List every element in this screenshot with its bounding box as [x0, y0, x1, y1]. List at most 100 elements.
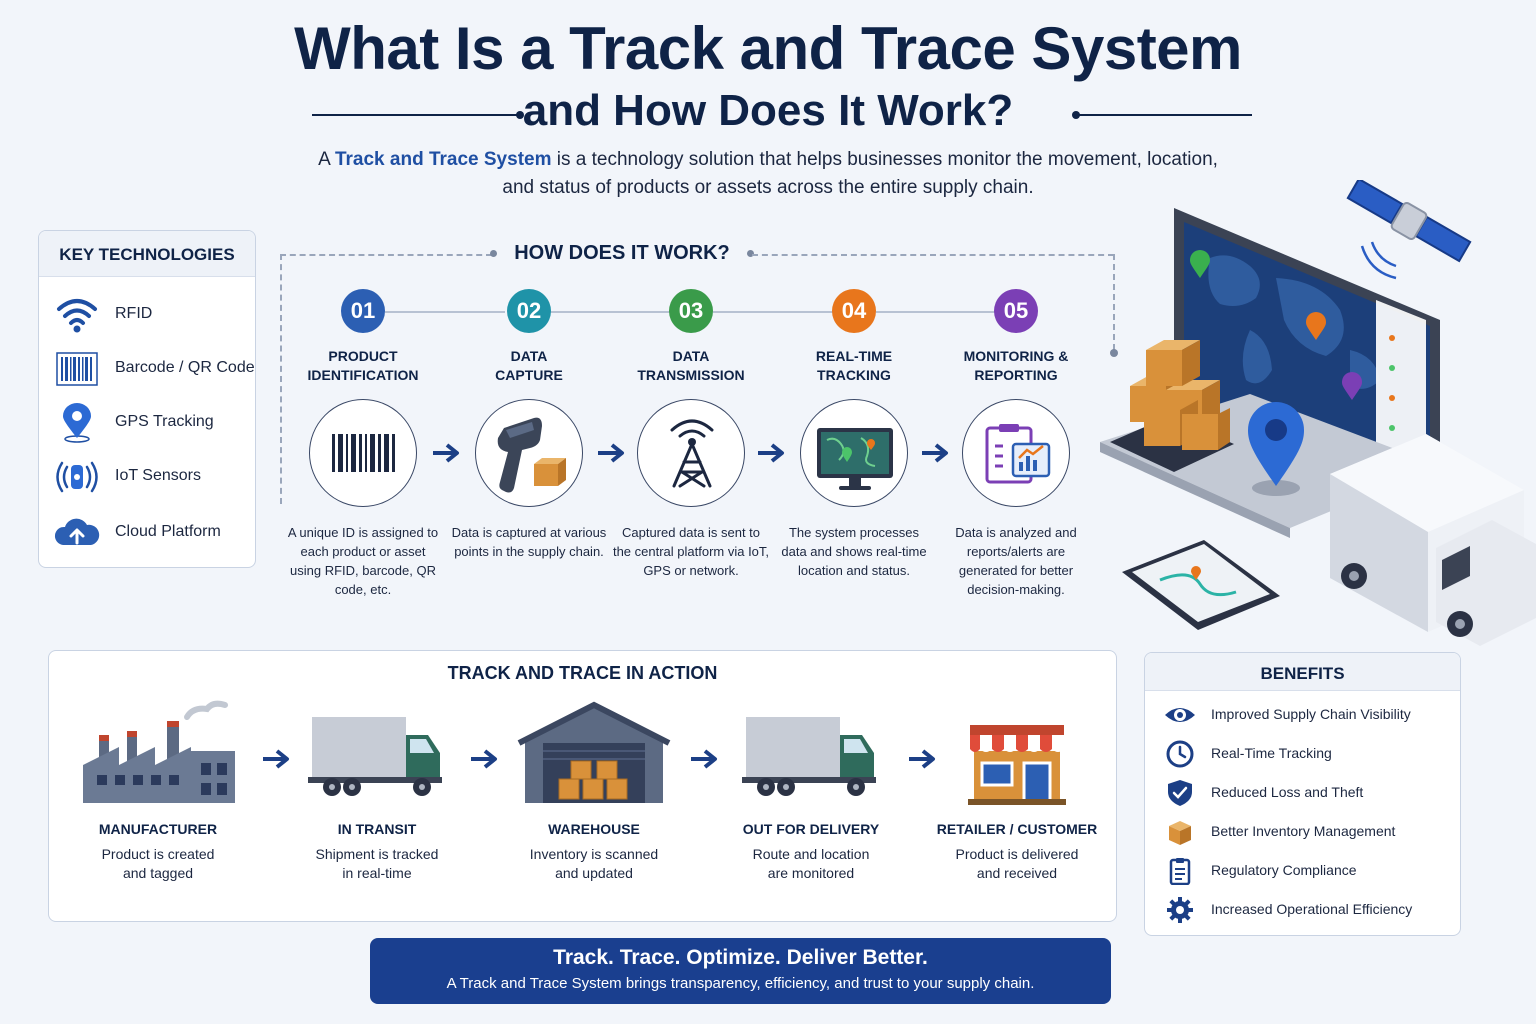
benefits-heading: BENEFITS: [1145, 653, 1460, 691]
benefit-item: Regulatory Compliance: [1163, 855, 1453, 887]
stage-title: MANUFACTURER: [98, 821, 218, 837]
signal-tower-icon: [637, 399, 745, 507]
key-tech-item-cloud: Cloud Platform: [53, 511, 253, 555]
step-description: Data is captured at various points in th…: [451, 525, 607, 559]
benefit-item: Improved Supply Chain Visibility: [1163, 699, 1453, 731]
page-title: What Is a Track and Trace System: [294, 15, 1242, 82]
key-tech-label: RFID: [115, 305, 153, 322]
barcode-icon: [309, 399, 417, 507]
factory-icon: [63, 691, 253, 811]
arrow-right-icon: [909, 749, 935, 769]
how-frame-top-left: [280, 254, 492, 256]
arrow-right-icon: [598, 443, 624, 463]
step-monitoring-reporting: 05 MONITORING &REPORTING Data is analyze…: [931, 289, 1101, 599]
warehouse-icon: [499, 691, 689, 811]
eye-icon: [1163, 701, 1197, 729]
benefit-label: Increased Operational Efficiency: [1211, 901, 1413, 917]
monitor-map-icon: [800, 399, 908, 507]
truck-icon: [282, 691, 472, 811]
benefits-panel: BENEFITS Improved Supply Chain Visibilit…: [1144, 652, 1461, 936]
key-tech-label: Cloud Platform: [115, 523, 221, 540]
cloud-upload-icon: [53, 513, 101, 553]
key-technologies-panel: KEY TECHNOLOGIES RFID Barc: [38, 230, 256, 568]
key-tech-item-iot: IoT Sensors: [53, 455, 253, 499]
barcode-scanner-icon: [475, 399, 583, 507]
key-tech-item-rfid: RFID: [53, 293, 253, 337]
delivery-truck-icon: [716, 691, 906, 811]
intro-highlight: Track and Trace System: [334, 149, 552, 170]
step-number: 05: [994, 289, 1038, 333]
arrow-right-icon: [922, 443, 948, 463]
arrow-right-icon: [433, 443, 459, 463]
gear-icon: [1163, 896, 1197, 924]
action-heading: TRACK AND TRACE IN ACTION: [447, 663, 718, 683]
step-number: 03: [669, 289, 713, 333]
step-description: The system processes data and shows real…: [781, 525, 927, 578]
step-description: Captured data is sent to the central pla…: [612, 525, 770, 578]
barcode-icon: [53, 349, 101, 389]
how-frame-dot: [1110, 349, 1118, 357]
how-frame-dot: [747, 250, 754, 257]
how-frame-left: [280, 254, 282, 504]
page-subtitle: and How Does It Work?: [522, 86, 1014, 135]
footer-banner: Track. Trace. Optimize. Deliver Better. …: [370, 938, 1111, 1004]
benefit-item: Reduced Loss and Theft: [1163, 777, 1453, 809]
benefit-item: Better Inventory Management: [1163, 816, 1453, 848]
arrow-right-icon: [263, 749, 289, 769]
arrow-right-icon: [758, 443, 784, 463]
step-connector: [876, 311, 996, 313]
location-pin-icon: [1248, 402, 1304, 496]
step-title: MONITORING &REPORTING: [963, 348, 1069, 383]
benefit-label: Improved Supply Chain Visibility: [1211, 706, 1411, 722]
shield-check-icon: [1163, 779, 1197, 807]
clipboard-icon: [1163, 857, 1197, 886]
step-number: 02: [507, 289, 551, 333]
step-number: 01: [341, 289, 385, 333]
box-stack-icon: [1110, 340, 1234, 472]
stage-title: WAREHOUSE: [548, 821, 640, 837]
title-rule-dot-right: [1072, 111, 1080, 119]
clock-icon: [1163, 740, 1197, 768]
how-frame-dot: [490, 250, 497, 257]
store-icon: [922, 691, 1112, 811]
step-connector: [385, 311, 505, 313]
step-number: 04: [832, 289, 876, 333]
title-rule-left: [312, 114, 518, 116]
step-connector: [713, 311, 833, 313]
satellite-icon: [1346, 177, 1472, 280]
key-tech-label: Barcode / QR Code: [115, 359, 255, 376]
how-frame-right: [1113, 254, 1115, 350]
hero-illustration: [1100, 177, 1536, 650]
benefit-item: Real-Time Tracking: [1163, 738, 1453, 770]
stage-title: OUT FOR DELIVERY: [742, 821, 880, 837]
step-description: A unique ID is assigned to each product …: [287, 525, 439, 597]
stage-title: IN TRANSIT: [337, 821, 417, 837]
how-it-works-heading: HOW DOES IT WORK?: [514, 242, 730, 264]
wifi-signal-icon: [53, 295, 101, 335]
banner-headline: Track. Trace. Optimize. Deliver Better.: [553, 946, 928, 969]
arrow-right-icon: [471, 749, 497, 769]
step-connector: [550, 311, 670, 313]
benefit-label: Real-Time Tracking: [1211, 745, 1332, 761]
title-rule-dot-left: [516, 111, 524, 119]
key-tech-item-barcode: Barcode / QR Code: [53, 347, 255, 391]
banner-subline: A Track and Trace System brings transpar…: [446, 975, 1035, 992]
key-tech-label: GPS Tracking: [115, 413, 214, 430]
step-description: Data is analyzed and reports/alerts are …: [955, 525, 1077, 597]
intro-rest: is a technology solution that helps busi…: [502, 149, 1218, 198]
arrow-right-icon: [691, 749, 717, 769]
